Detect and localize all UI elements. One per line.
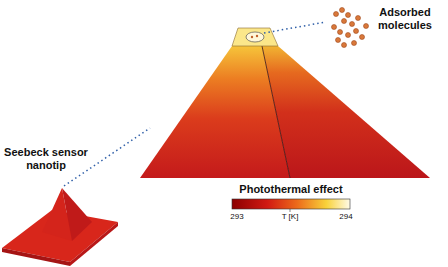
tick-label: 294: [339, 212, 352, 221]
colorbar-title: Photothermal effect: [239, 183, 342, 196]
sensor-nanotip: [2, 188, 118, 266]
molecules: [332, 8, 369, 48]
leader-line: [264, 22, 326, 33]
axis-label: T [K]: [282, 212, 299, 221]
callout-label: Adsorbed molecules: [373, 6, 437, 31]
colorbar: [232, 199, 350, 209]
pyramid-heatmap: [140, 28, 430, 178]
tick-label: 293: [230, 212, 243, 221]
callout-label: Seebeck sensor nanotip: [4, 146, 88, 171]
